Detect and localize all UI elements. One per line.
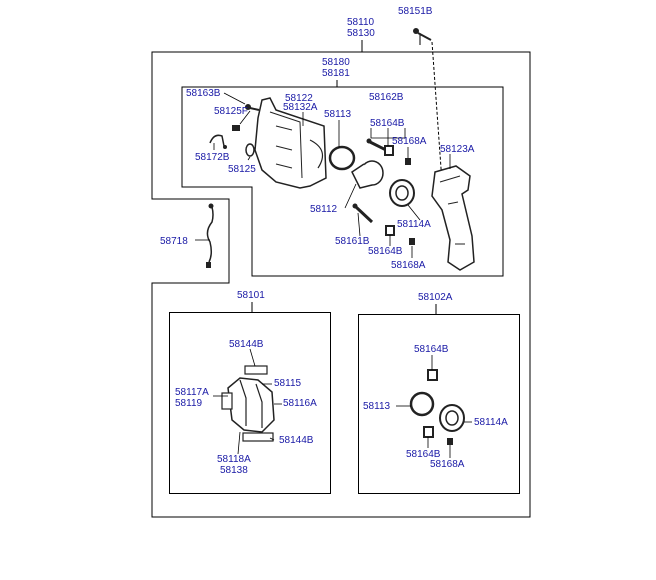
- label-58162B[interactable]: 58162B: [369, 92, 404, 103]
- cap-58125F-icon: [232, 125, 240, 131]
- label-58115[interactable]: 58115: [274, 378, 302, 389]
- label-58138[interactable]: 58138: [220, 465, 248, 476]
- label-58151B[interactable]: 58151B: [398, 6, 433, 17]
- label-58168A-mid[interactable]: 58168A: [391, 260, 426, 271]
- bolt-58168A-top-icon: [405, 158, 411, 165]
- label-58130[interactable]: 58130: [347, 28, 375, 39]
- label-58144B-bot[interactable]: 58144B: [279, 435, 314, 446]
- label-58164B-top[interactable]: 58164B: [370, 118, 405, 129]
- label-58123A[interactable]: 58123A: [440, 144, 475, 155]
- pad-kit-box: [169, 312, 331, 494]
- seal-kit-box: [358, 314, 520, 494]
- label-58114A[interactable]: 58114A: [397, 219, 431, 230]
- label-58718[interactable]: 58718: [160, 236, 188, 247]
- label-58163B[interactable]: 58163B: [186, 88, 221, 99]
- label-58110[interactable]: 58110: [347, 17, 375, 28]
- piston-58112-icon: [351, 160, 384, 189]
- guide-pin-58161B-icon: [352, 203, 374, 224]
- label-58164B-kit2[interactable]: 58164B: [406, 449, 441, 460]
- label-58119[interactable]: 58119: [175, 398, 203, 409]
- label-58172B[interactable]: 58172B: [195, 152, 230, 163]
- label-58164B-mid[interactable]: 58164B: [368, 246, 403, 257]
- label-58114A-kit[interactable]: 58114A: [474, 417, 508, 428]
- leader-lines: [195, 92, 472, 458]
- label-58113[interactable]: 58113: [324, 109, 352, 120]
- label-58117A[interactable]: 58117A: [175, 387, 209, 398]
- dust-boot-58114A-icon: [389, 179, 415, 207]
- kit-seal-58113-icon: [409, 391, 435, 417]
- label-58101[interactable]: 58101: [237, 290, 265, 301]
- kit-bolt-58168A-icon: [447, 438, 453, 445]
- carrier-bracket-58123A-icon: [431, 165, 475, 271]
- bolt-58151B-icon: [413, 28, 432, 41]
- label-58125F[interactable]: 58125F: [214, 106, 248, 117]
- brake-hose-58718-icon: [206, 203, 214, 268]
- sensor-wire-58172B-icon: [209, 134, 227, 149]
- label-58113-kit[interactable]: 58113: [363, 401, 391, 412]
- label-58125[interactable]: 58125: [228, 164, 256, 175]
- label-58116A[interactable]: 58116A: [283, 398, 317, 409]
- piston-seal-58113-icon: [328, 145, 356, 171]
- kit-boot-bottom-icon: [423, 426, 434, 438]
- label-58180[interactable]: 58180: [322, 57, 350, 68]
- caliper-housing-icon: [254, 97, 327, 189]
- cap-58125-icon: [245, 143, 255, 157]
- label-58102A[interactable]: 58102A: [418, 292, 453, 303]
- label-58181[interactable]: 58181: [322, 68, 350, 79]
- guide-boot-58164B-icon: [384, 145, 394, 156]
- label-58112[interactable]: 58112: [310, 204, 338, 215]
- guide-boot-58164B-mid-icon: [385, 225, 395, 236]
- kit-boot-top-icon: [427, 369, 438, 381]
- label-58118A[interactable]: 58118A: [217, 454, 251, 465]
- kit-dust-boot-58114A-icon: [439, 404, 465, 432]
- bolt-58168A-mid-icon: [409, 238, 415, 245]
- label-58168A-top[interactable]: 58168A: [392, 136, 427, 147]
- label-58132A[interactable]: 58132A: [283, 102, 318, 113]
- label-58144B-top[interactable]: 58144B: [229, 339, 264, 350]
- brake-pads-58101-icon: [221, 365, 275, 442]
- label-58168A-kit[interactable]: 58168A: [430, 459, 465, 470]
- guide-pin-58162B-icon: [366, 138, 387, 152]
- bleeder-screw-icon: [245, 104, 260, 111]
- label-58164B-kit1[interactable]: 58164B: [414, 344, 449, 355]
- label-58161B[interactable]: 58161B: [335, 236, 370, 247]
- label-58122[interactable]: 58122: [285, 93, 313, 104]
